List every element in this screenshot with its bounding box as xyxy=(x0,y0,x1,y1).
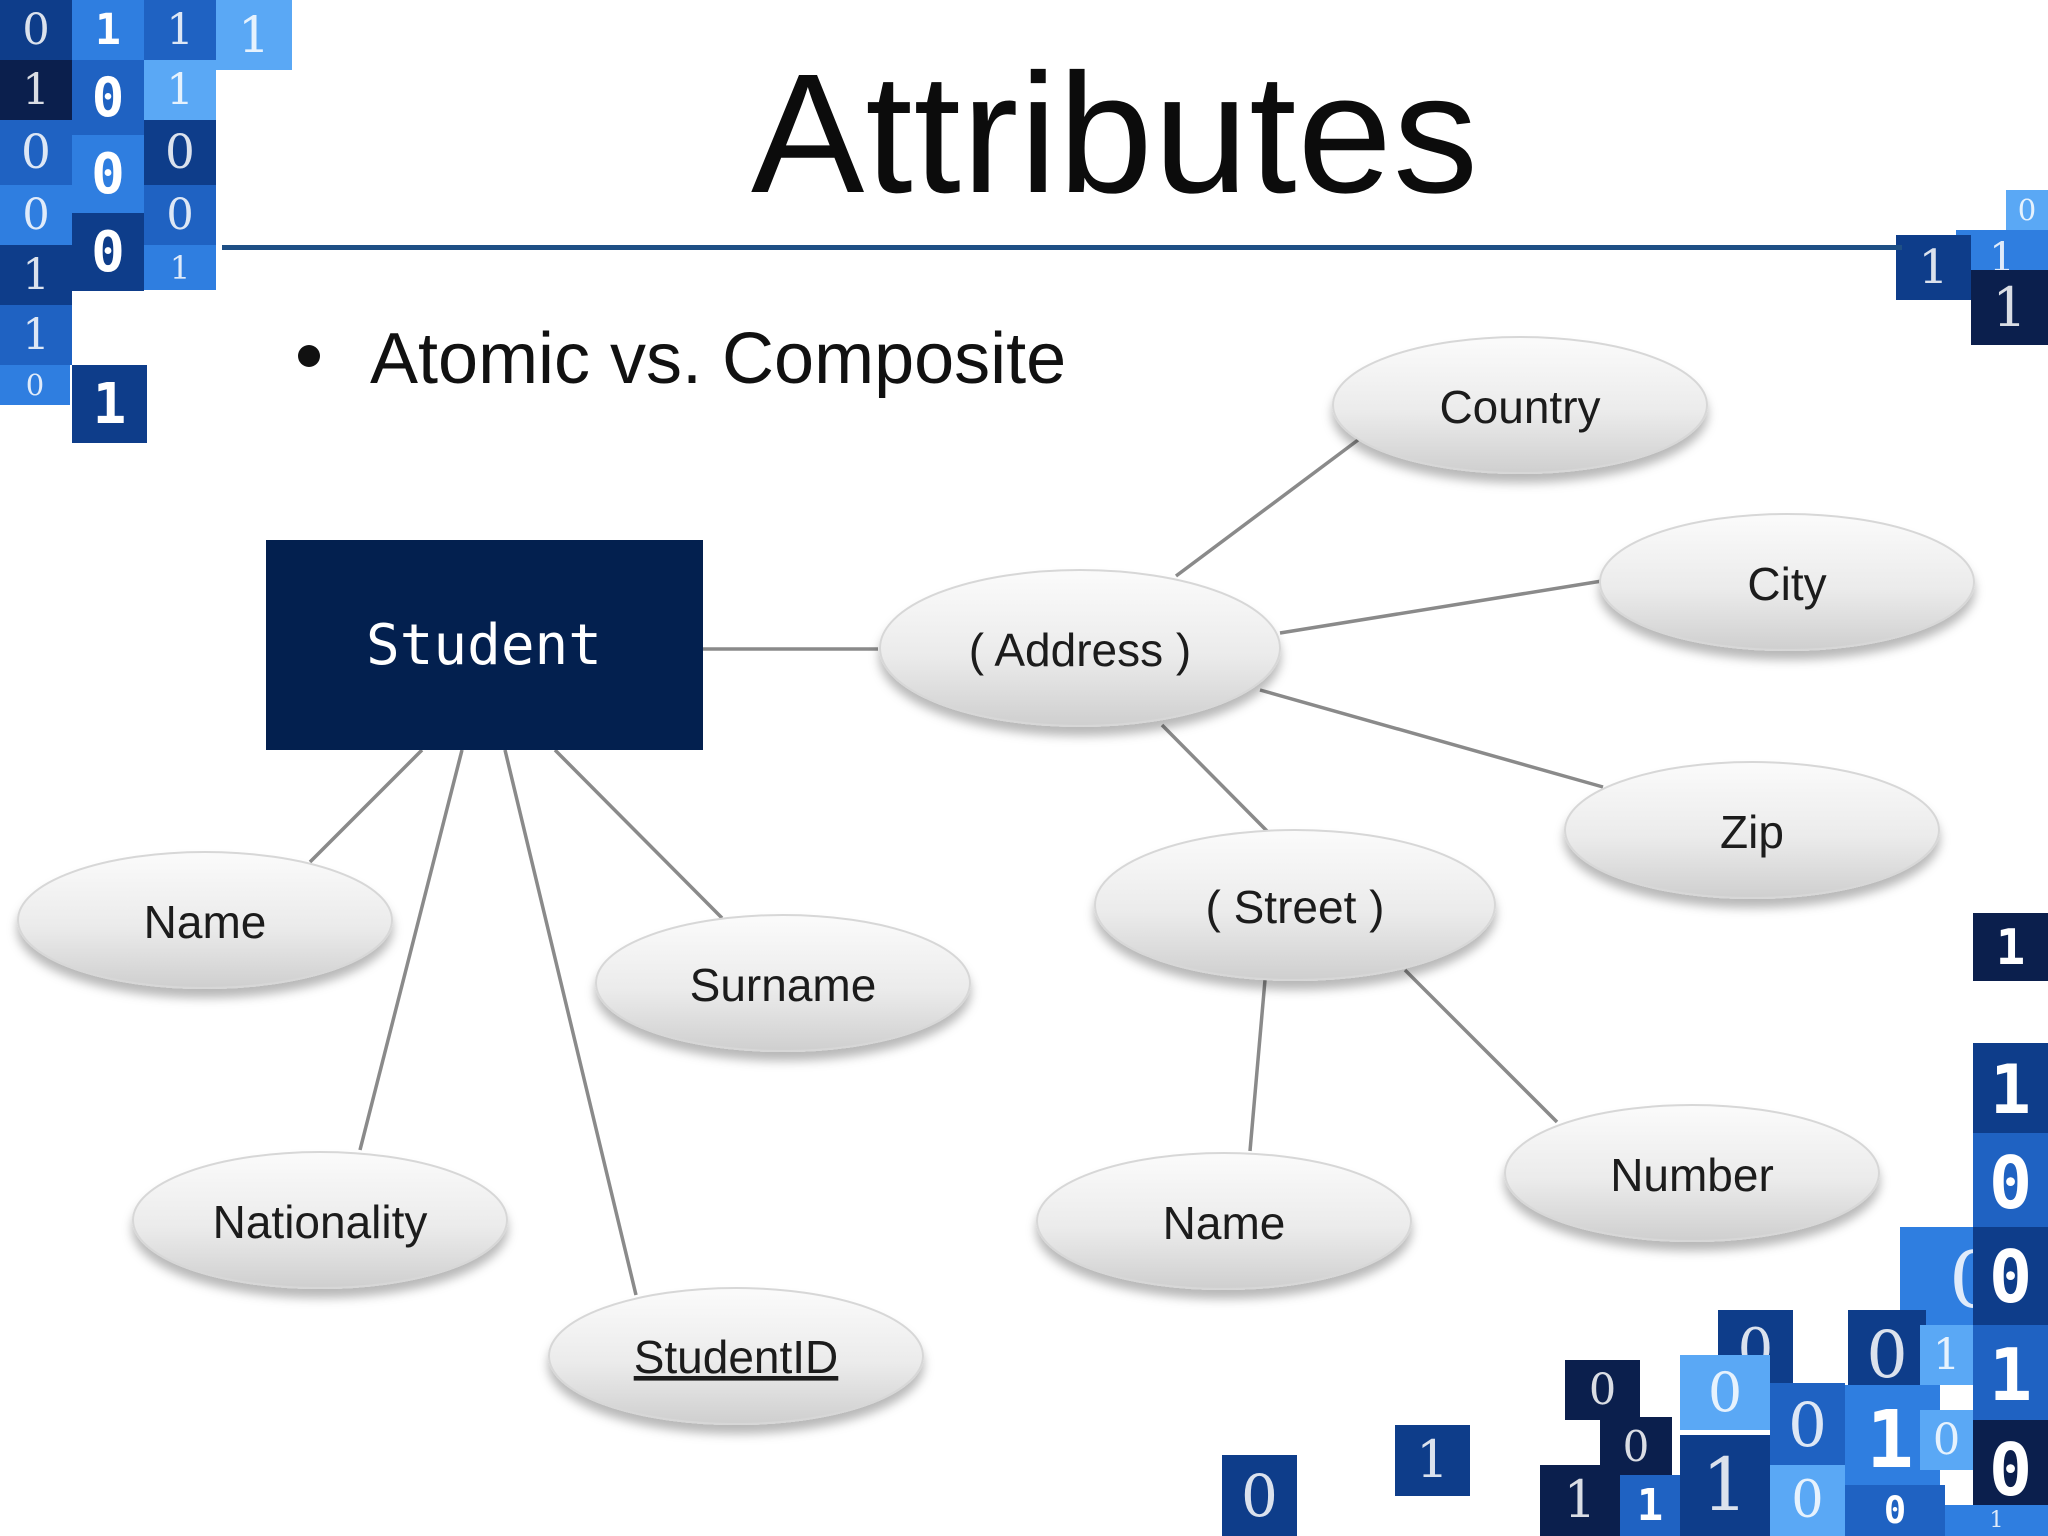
binary-tile: 1 xyxy=(0,245,72,305)
connector-student-studentid xyxy=(503,749,638,1296)
attribute-zip-label: Zip xyxy=(1720,806,1784,858)
connector-street-number xyxy=(1403,968,1559,1124)
bullet-icon xyxy=(298,345,320,367)
binary-tile: 0 xyxy=(0,365,70,405)
attribute-city: City xyxy=(1599,513,1975,651)
attribute-nationality: Nationality xyxy=(132,1151,508,1289)
binary-tile: 0 xyxy=(1565,1360,1640,1420)
binary-tile: 0 xyxy=(0,120,72,185)
binary-tile: 1 xyxy=(0,305,72,365)
binary-tile: 1 xyxy=(1973,913,2048,981)
binary-tile: 1 xyxy=(144,245,216,290)
binary-tile: 0 xyxy=(0,0,72,60)
binary-tiles-bottom-right-icon: 110000110100000100111100 xyxy=(1200,905,2048,1536)
attribute-zip: Zip xyxy=(1564,761,1940,899)
binary-tile: 0 xyxy=(1920,1410,1973,1470)
binary-tile: 1 xyxy=(1971,270,2048,345)
binary-tile: 1 xyxy=(1620,1475,1680,1536)
connector-address-city xyxy=(1279,579,1603,635)
connector-address-zip xyxy=(1259,688,1604,789)
connector-street-name xyxy=(1248,979,1267,1152)
binary-tile: 0 xyxy=(1845,1485,1945,1536)
binary-tile: 1 xyxy=(144,60,216,120)
binary-tile: 1 xyxy=(1680,1435,1770,1536)
attribute-studentid-label: StudentID xyxy=(634,1331,839,1383)
attribute-country: Country xyxy=(1332,336,1708,474)
binary-tile: 0 xyxy=(1770,1383,1845,1468)
attribute-street-name: Name xyxy=(1036,1152,1412,1290)
binary-tile: 1 xyxy=(1973,1043,2048,1138)
binary-tile: 0 xyxy=(1973,1420,2048,1520)
connector-address-street xyxy=(1160,723,1269,833)
attribute-number-label: Number xyxy=(1610,1149,1774,1201)
binary-tile: 1 xyxy=(0,60,72,120)
binary-tile: 1 xyxy=(144,0,216,60)
attribute-nationality-label: Nationality xyxy=(213,1196,428,1248)
attribute-address-label: ( Address ) xyxy=(969,624,1191,676)
binary-tile: 0 xyxy=(144,185,216,245)
slide-title: Attributes xyxy=(750,39,1480,229)
binary-tile: 0 xyxy=(2006,190,2048,230)
binary-tile: 1 xyxy=(1973,1325,2048,1425)
binary-tile: 0 xyxy=(1222,1455,1297,1536)
attribute-name-label: Name xyxy=(144,896,267,948)
attribute-city-label: City xyxy=(1747,558,1826,610)
attribute-name: Name xyxy=(17,851,393,989)
connector-student-surname xyxy=(553,748,724,920)
attribute-street-name-label: Name xyxy=(1163,1197,1286,1249)
connector-student-nationality xyxy=(358,749,464,1151)
binary-tile: 1 xyxy=(1896,235,1971,300)
binary-tile: 0 xyxy=(72,60,144,135)
binary-tile: 0 xyxy=(1973,1133,2048,1233)
connector-student-name xyxy=(308,748,424,864)
attribute-country-label: Country xyxy=(1439,381,1600,433)
binary-tile: 1 xyxy=(1540,1465,1620,1536)
binary-tile: 0 xyxy=(1770,1465,1845,1536)
attribute-street-label: ( Street ) xyxy=(1206,881,1385,933)
entity-student-label: Student xyxy=(366,613,602,678)
binary-tile: 1 xyxy=(72,0,144,60)
entity-student: Student xyxy=(266,540,703,750)
bullet-text: Atomic vs. Composite xyxy=(370,319,1067,399)
binary-tile: 1 xyxy=(1945,1505,2048,1536)
title-divider xyxy=(222,245,1902,250)
binary-tile: 1 xyxy=(72,365,147,443)
binary-tile: 1 xyxy=(216,0,292,70)
binary-tile: 0 xyxy=(144,120,216,185)
binary-tile: 0 xyxy=(1680,1355,1770,1430)
binary-tile: 0 xyxy=(1973,1227,2048,1327)
attribute-surname: Surname xyxy=(595,914,971,1052)
binary-tiles-top-left-icon: 0111101000000011101 xyxy=(0,0,300,450)
binary-tile: 1 xyxy=(1395,1425,1470,1496)
attribute-number: Number xyxy=(1504,1104,1880,1242)
attribute-studentid: StudentID xyxy=(548,1287,924,1425)
attribute-address: ( Address ) xyxy=(879,569,1281,727)
connector-address-country xyxy=(1174,438,1360,578)
binary-tile: 1 xyxy=(1920,1325,1973,1385)
binary-tile: 0 xyxy=(72,213,144,291)
binary-tile: 0 xyxy=(72,135,144,213)
attribute-street: ( Street ) xyxy=(1094,829,1496,981)
binary-tile: 0 xyxy=(0,185,72,245)
attribute-surname-label: Surname xyxy=(690,959,877,1011)
